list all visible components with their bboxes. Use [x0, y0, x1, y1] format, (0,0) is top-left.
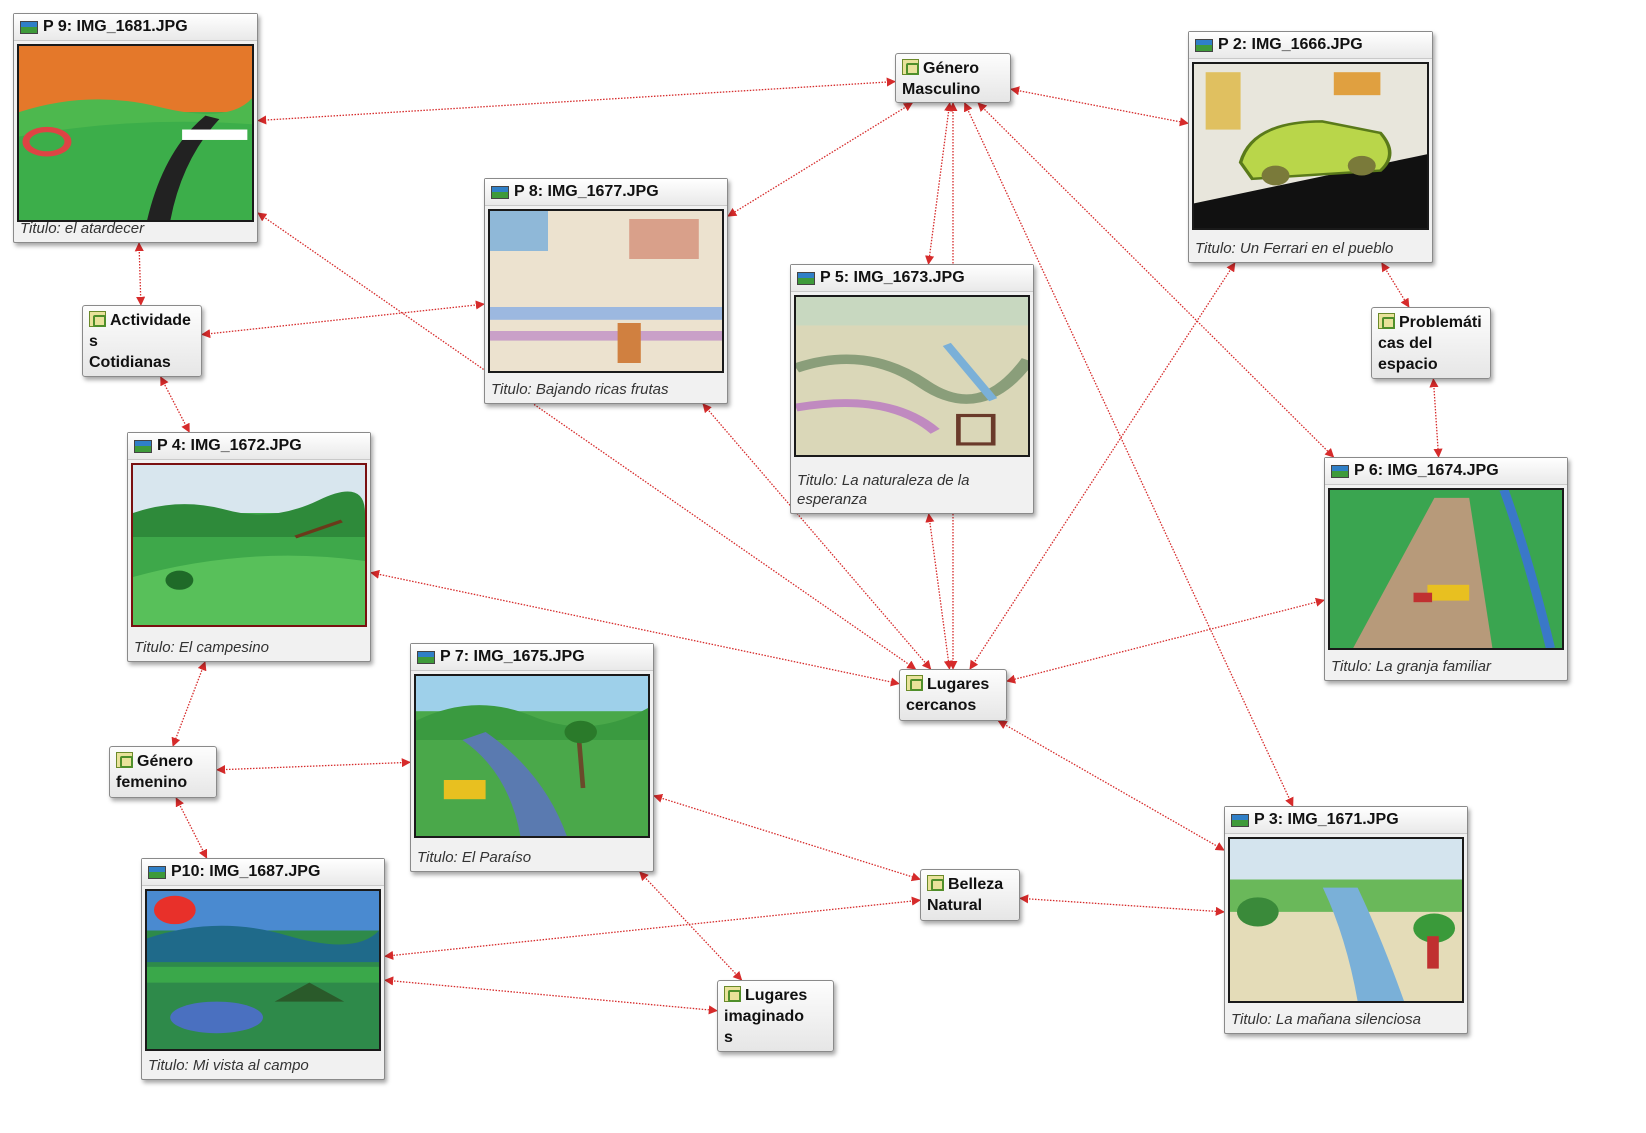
link-p10-imaginados	[384, 976, 718, 1015]
document-node-p7[interactable]: P 7: IMG_1675.JPG Titulo: El Paraíso	[410, 643, 654, 872]
drawing-thumbnail	[131, 463, 367, 627]
document-header: P10: IMG_1687.JPG	[142, 859, 384, 886]
document-caption: Titulo: La naturaleza de la esperanza	[797, 472, 970, 508]
document-caption: Titulo: Mi vista al campo	[148, 1057, 309, 1074]
link-belleza-p3	[1019, 894, 1225, 916]
document-header: P 2: IMG_1666.JPG	[1189, 32, 1432, 59]
code-icon	[89, 311, 106, 327]
link-belleza-p10	[384, 896, 921, 960]
code-label: Belleza Natural	[927, 876, 1004, 914]
link-p9-actividades	[134, 242, 146, 306]
document-title: P10: IMG_1687.JPG	[171, 863, 321, 880]
document-header: P 6: IMG_1674.JPG	[1325, 458, 1567, 485]
document-header: P 8: IMG_1677.JPG	[485, 179, 727, 206]
drawing-thumbnail	[488, 209, 724, 373]
code-icon	[724, 986, 741, 1002]
link-actividades-p4	[160, 376, 190, 433]
link-masculino-p9	[257, 77, 896, 125]
link-femenino-p7	[216, 758, 411, 775]
code-label: Problemáti cas del espacio	[1378, 314, 1482, 373]
document-node-p9[interactable]: P 9: IMG_1681.JPG Titulo: el atardecer	[13, 13, 258, 243]
photo-icon	[1231, 813, 1249, 827]
document-caption: Titulo: Un Ferrari en el pueblo	[1195, 240, 1394, 257]
drawing-thumbnail	[145, 889, 381, 1051]
document-caption: Titulo: El campesino	[134, 639, 269, 656]
drawing-thumbnail	[1228, 837, 1464, 1003]
drawing-thumbnail	[17, 44, 254, 222]
link-masculino-p5	[925, 102, 954, 265]
document-title: P 9: IMG_1681.JPG	[43, 18, 188, 35]
code-node-genero-masculino[interactable]: Género Masculino	[895, 53, 1011, 103]
document-node-p3[interactable]: P 3: IMG_1671.JPG Titulo: La mañana sile…	[1224, 806, 1468, 1034]
code-node-lugares-imaginados[interactable]: Lugares imaginado s	[717, 980, 834, 1052]
document-header: P 3: IMG_1671.JPG	[1225, 807, 1467, 834]
document-caption: Titulo: Bajando ricas frutas	[491, 381, 669, 398]
photo-icon	[417, 650, 435, 664]
document-header: P 7: IMG_1675.JPG	[411, 644, 653, 671]
document-node-p5[interactable]: P 5: IMG_1673.JPG Titulo: La naturaleza …	[790, 264, 1034, 514]
photo-icon	[134, 439, 152, 453]
document-title: P 6: IMG_1674.JPG	[1354, 462, 1499, 479]
code-icon	[906, 675, 923, 691]
link-problematicas-p6	[1429, 378, 1443, 458]
document-node-p2[interactable]: P 2: IMG_1666.JPG Titulo: Un Ferrari en …	[1188, 31, 1433, 263]
code-icon	[116, 752, 133, 768]
drawing-thumbnail	[1328, 488, 1564, 650]
link-p7-belleza	[653, 793, 921, 882]
document-title: P 3: IMG_1671.JPG	[1254, 811, 1399, 828]
document-title: P 7: IMG_1675.JPG	[440, 648, 585, 665]
code-label: Género Masculino	[902, 60, 981, 98]
code-node-lugares-cercanos[interactable]: Lugares cercanos	[899, 669, 1007, 721]
document-node-p8[interactable]: P 8: IMG_1677.JPG Titulo: Bajando ricas …	[484, 178, 728, 404]
code-label: Lugares cercanos	[906, 676, 990, 714]
document-node-p6[interactable]: P 6: IMG_1674.JPG Titulo: La granja fami…	[1324, 457, 1568, 681]
document-caption: Titulo: el atardecer	[20, 220, 145, 237]
drawing-thumbnail	[794, 295, 1030, 457]
document-title: P 2: IMG_1666.JPG	[1218, 36, 1363, 53]
link-p4-femenino	[171, 661, 207, 747]
document-title: P 8: IMG_1677.JPG	[514, 183, 659, 200]
link-p5-lugares_cercanos	[925, 513, 953, 670]
document-title: P 5: IMG_1673.JPG	[820, 269, 965, 286]
document-title: P 4: IMG_1672.JPG	[157, 437, 302, 454]
code-label: Género femenino	[116, 753, 194, 791]
photo-icon	[148, 865, 166, 879]
document-header: P 4: IMG_1672.JPG	[128, 433, 370, 460]
document-node-p10[interactable]: P10: IMG_1687.JPG Titulo: Mi vista al ca…	[141, 858, 385, 1080]
link-femenino-p10	[175, 797, 208, 859]
drawing-thumbnail	[414, 674, 650, 838]
document-caption: Titulo: La mañana silenciosa	[1231, 1011, 1421, 1028]
document-node-p4[interactable]: P 4: IMG_1672.JPG Titulo: El campesino	[127, 432, 371, 662]
link-p2-problematicas	[1381, 262, 1410, 308]
document-header: P 9: IMG_1681.JPG	[14, 14, 257, 41]
code-label: Actividade s Cotidianas	[89, 312, 191, 371]
document-header: P 5: IMG_1673.JPG	[791, 265, 1033, 292]
document-caption: Titulo: La granja familiar	[1331, 658, 1491, 675]
link-masculino-p2	[1010, 86, 1189, 127]
code-node-actividades-cotidianas[interactable]: Actividade s Cotidianas	[82, 305, 202, 377]
link-masculino-p8	[727, 102, 914, 217]
photo-icon	[1195, 38, 1213, 52]
code-icon	[1378, 313, 1395, 329]
code-label: Lugares imaginado s	[724, 987, 808, 1046]
link-p7-imaginados	[639, 871, 743, 981]
link-p6-lugares_cercanos	[1006, 597, 1325, 684]
code-node-problematicas-del-espacio[interactable]: Problemáti cas del espacio	[1371, 307, 1491, 379]
code-icon	[902, 59, 919, 75]
photo-icon	[1331, 464, 1349, 478]
photo-icon	[491, 185, 509, 199]
document-caption: Titulo: El Paraíso	[417, 849, 532, 866]
code-icon	[927, 875, 944, 891]
code-node-belleza-natural[interactable]: Belleza Natural	[920, 869, 1020, 921]
link-actividades-p8	[201, 300, 485, 339]
code-node-genero-femenino[interactable]: Género femenino	[109, 746, 217, 798]
drawing-thumbnail	[1192, 62, 1429, 230]
photo-icon	[20, 20, 38, 34]
link-lugares_cercanos-p3	[997, 720, 1225, 851]
photo-icon	[797, 271, 815, 285]
